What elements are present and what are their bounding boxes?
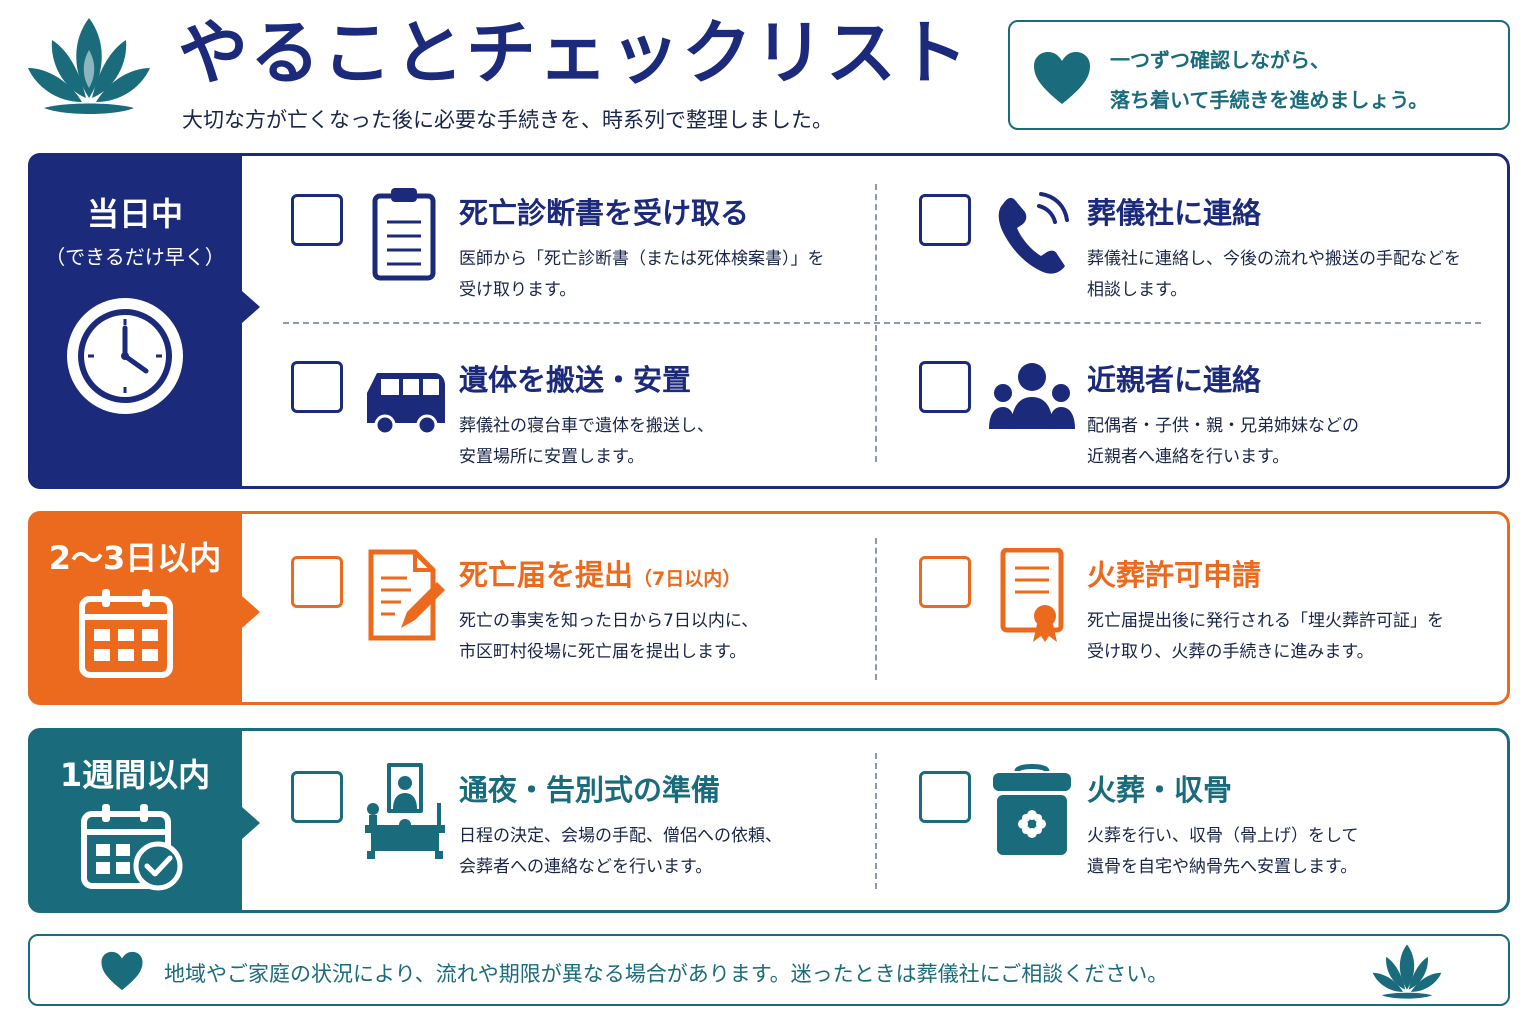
guidance-note: 一つずつ確認しながら、 落ち着いて手続きを進めましょう。 xyxy=(1008,20,1510,130)
task-submit-death-notice: 死亡届を提出（7日以内） 死亡の事実を知った日から7日以内に、 市区町村役場に死… xyxy=(291,549,851,696)
task-desc: 相談します。 xyxy=(1087,280,1188,300)
calendar-icon xyxy=(79,589,173,678)
note-line-1: 一つずつ確認しながら、 xyxy=(1110,48,1330,72)
note-line-2: 落ち着いて手続きを進めましょう。 xyxy=(1110,88,1429,112)
task-desc: 近親者へ連絡を行います。 xyxy=(1087,447,1290,467)
task-checkbox[interactable] xyxy=(291,361,343,413)
task-deadline-note: （7日以内） xyxy=(633,568,742,590)
section-label-panel: 当日中 （できるだけ早く） xyxy=(28,153,242,489)
urn-icon xyxy=(993,764,1071,855)
task-title: 火葬・収骨 xyxy=(1087,773,1233,807)
task-desc: 受け取ります。 xyxy=(459,280,577,300)
task-title: 通夜・告別式の準備 xyxy=(459,773,721,807)
task-checkbox[interactable] xyxy=(919,361,971,413)
page-title: やることチェックリスト xyxy=(178,12,970,94)
task-checkbox[interactable] xyxy=(291,771,343,823)
section-sublabel: （できるだけ早く） xyxy=(45,245,225,269)
altar-icon xyxy=(365,763,445,859)
task-desc: 日程の決定、会場の手配、僧侶への依頼、 xyxy=(459,826,782,846)
section-within-week: 1週間以内 通夜・告別式の準備 日程の決定、会場の手配、僧侶への依頼、 会 xyxy=(28,728,1510,913)
task-contact-funeral-home: 葬儀社に連絡 葬儀社に連絡し、今後の流れや搬送の手配などを 相談します。 xyxy=(919,192,1479,334)
task-checkbox[interactable] xyxy=(291,556,343,608)
section-2-3-days: 2〜3日以内 死亡届を提出（7日以内） 死亡の事実を知った日から7日以内に、 市… xyxy=(28,511,1510,705)
section-label: 当日中 xyxy=(86,195,183,233)
task-checkbox[interactable] xyxy=(919,771,971,823)
section-same-day: 当日中 （できるだけ早く） 死亡診断書を受け取る 医師から「死亡診断書（または死… xyxy=(28,153,1510,489)
section-label-panel: 1週間以内 xyxy=(28,728,242,913)
task-prepare-wake-funeral: 通夜・告別式の準備 日程の決定、会場の手配、僧侶への依頼、 会葬者への連絡などを… xyxy=(291,763,851,911)
task-checkbox[interactable] xyxy=(919,556,971,608)
task-death-certificate: 死亡診断書を受け取る 医師から「死亡診断書（または死体検案書）」を 受け取ります… xyxy=(291,188,851,334)
task-desc: 配偶者・子供・親・兄弟姉妹などの xyxy=(1087,416,1359,436)
footer-note: 地域やご家庭の状況により、流れや期限が異なる場合があります。迷ったときは葬儀社に… xyxy=(28,934,1510,1006)
section-label: 2〜3日以内 xyxy=(48,539,222,577)
task-cremation-bone-collection: 火葬・収骨 火葬を行い、収骨（骨上げ）をして 遺骨を自宅や納骨先へ安置します。 xyxy=(919,764,1479,911)
task-title: 死亡届を提出（7日以内） xyxy=(459,552,741,594)
footer-text: 地域やご家庭の状況により、流れや期限が異なる場合があります。迷ったときは葬儀社に… xyxy=(164,962,1169,986)
task-checkbox[interactable] xyxy=(919,194,971,246)
certificate-icon xyxy=(1000,548,1064,642)
heart-icon xyxy=(101,951,143,991)
task-title: 遺体を搬送・安置 xyxy=(459,363,692,397)
task-title: 葬儀社に連絡 xyxy=(1087,196,1262,230)
document-pen-icon xyxy=(368,549,445,641)
task-transport-body: 遺体を搬送・安置 葬儀社の寝台車で遺体を搬送し、 安置場所に安置します。 xyxy=(291,361,851,501)
task-contact-relatives: 近親者に連絡 配偶者・子供・親・兄弟姉妹などの 近親者へ連絡を行います。 xyxy=(919,361,1479,501)
family-icon xyxy=(989,363,1075,429)
clock-icon xyxy=(67,298,183,414)
lotus-icon xyxy=(1372,944,1442,999)
page-subtitle: 大切な方が亡くなった後に必要な手続きを、時系列で整理しました。 xyxy=(182,108,833,132)
task-desc: 遺骨を自宅や納骨先へ安置します。 xyxy=(1087,857,1358,877)
task-desc: 受け取り、火葬の手続きに進みます。 xyxy=(1087,642,1374,662)
task-desc: 会葬者への連絡などを行います。 xyxy=(459,857,713,877)
heart-icon xyxy=(1034,52,1090,104)
task-desc: 葬儀社の寝台車で遺体を搬送し、 xyxy=(459,416,714,436)
section-label: 1週間以内 xyxy=(59,756,211,794)
task-cremation-permit: 火葬許可申請 死亡届提出後に発行される「埋火葬許可証」を 受け取り、火葬の手続き… xyxy=(919,548,1479,696)
task-desc: 医師から「死亡診断書（または死体検案書）」を xyxy=(459,249,825,269)
task-title-text: 死亡届を提出 xyxy=(459,558,634,592)
task-desc: 葬儀社に連絡し、今後の流れや搬送の手配などを xyxy=(1087,249,1461,269)
task-desc: 安置場所に安置します。 xyxy=(459,447,645,467)
task-desc: 火葬を行い、収骨（骨上げ）をして xyxy=(1087,826,1359,846)
task-desc: 市区町村役場に死亡届を提出します。 xyxy=(459,642,747,662)
clipboard-icon xyxy=(372,188,436,281)
calendar-check-icon xyxy=(81,804,183,891)
task-title: 近親者に連絡 xyxy=(1087,363,1262,397)
van-icon xyxy=(367,373,445,436)
task-desc: 死亡の事実を知った日から7日以内に、 xyxy=(459,611,759,631)
phone-icon xyxy=(998,192,1069,274)
task-title: 火葬許可申請 xyxy=(1087,558,1262,592)
task-desc: 死亡届提出後に発行される「埋火葬許可証」を xyxy=(1087,611,1444,631)
task-checkbox[interactable] xyxy=(291,194,343,246)
lotus-icon xyxy=(28,18,150,114)
task-title: 死亡診断書を受け取る xyxy=(459,196,750,230)
section-label-panel: 2〜3日以内 xyxy=(28,511,242,705)
